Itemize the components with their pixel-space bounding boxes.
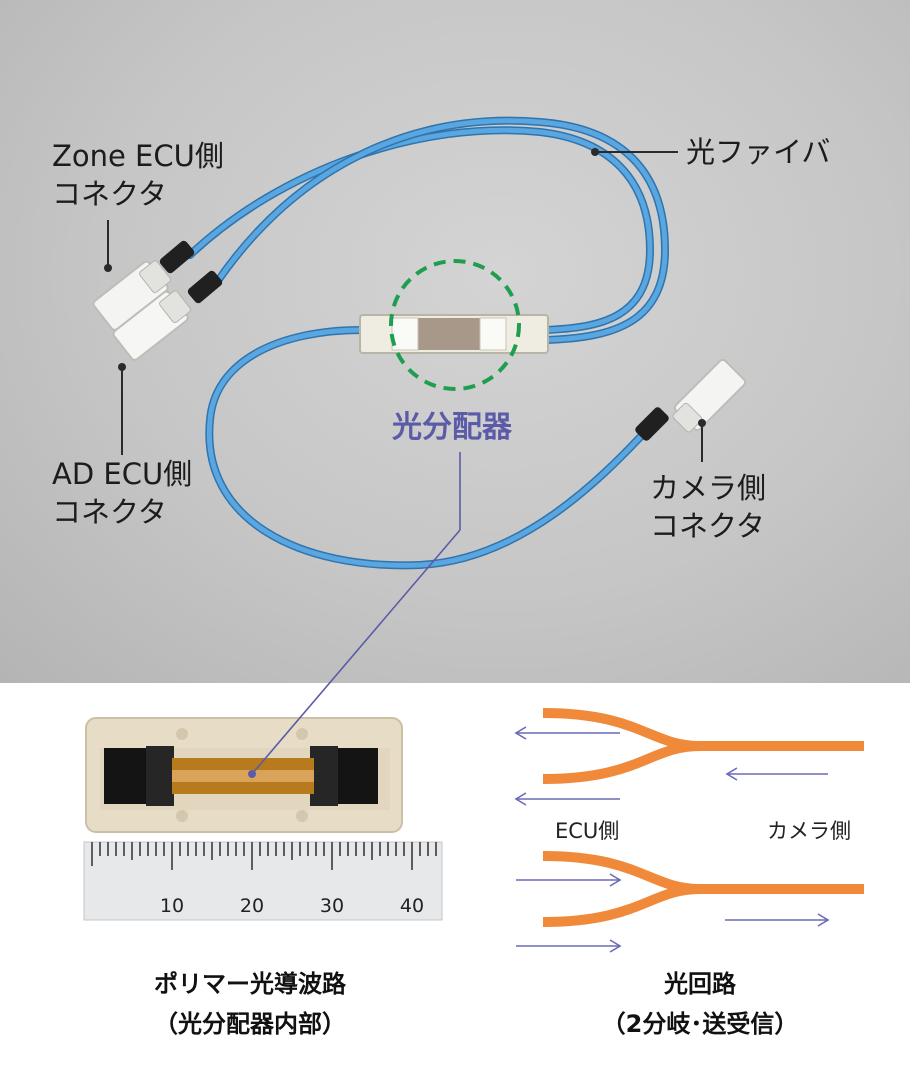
- camera-side-label: カメラ側: [767, 819, 851, 843]
- ad-ecu-connector: [112, 290, 192, 361]
- pointer-line: [251, 529, 461, 775]
- ruler-tick-label: 40: [400, 895, 424, 917]
- zone-ecu-label: Zone ECU側 コネクタ: [52, 139, 224, 211]
- circuit-caption: 光回路 （2分岐･送受信）: [601, 970, 799, 1038]
- ruler-tick-label: 30: [320, 895, 344, 917]
- leader-dot: [591, 148, 599, 156]
- arrows-send: [516, 873, 830, 953]
- ad-ecu-label: AD ECU側 コネクタ: [52, 457, 193, 529]
- leader-dot: [104, 264, 112, 272]
- leader-dot: [118, 363, 126, 371]
- leader-dot: [698, 419, 706, 427]
- waveguide-photo: [85, 717, 403, 833]
- ruler: 10 20 30 40: [83, 841, 443, 921]
- pointer-dot: [248, 770, 256, 778]
- camera-connector: [672, 358, 747, 433]
- splitter-label: 光分配器: [392, 410, 512, 445]
- waveguide-caption: ポリマー光導波路 （光分配器内部）: [154, 970, 346, 1038]
- camera-label: カメラ側 コネクタ: [650, 471, 767, 543]
- zone-ecu-connector: [92, 260, 172, 331]
- fiber-label: 光ファイバ: [686, 135, 831, 169]
- optical-splitter: [359, 314, 549, 354]
- ecu-side-label: ECU側: [555, 819, 620, 843]
- cable-assembly-illustration: [92, 116, 747, 570]
- splitter-highlight-circle: [389, 259, 521, 391]
- ruler-tick-label: 10: [160, 895, 184, 917]
- ruler-tick-label: 20: [240, 895, 264, 917]
- optical-circuit-receive: [542, 708, 864, 784]
- arrows-receive: [514, 726, 828, 806]
- optical-circuit-send: [542, 851, 864, 927]
